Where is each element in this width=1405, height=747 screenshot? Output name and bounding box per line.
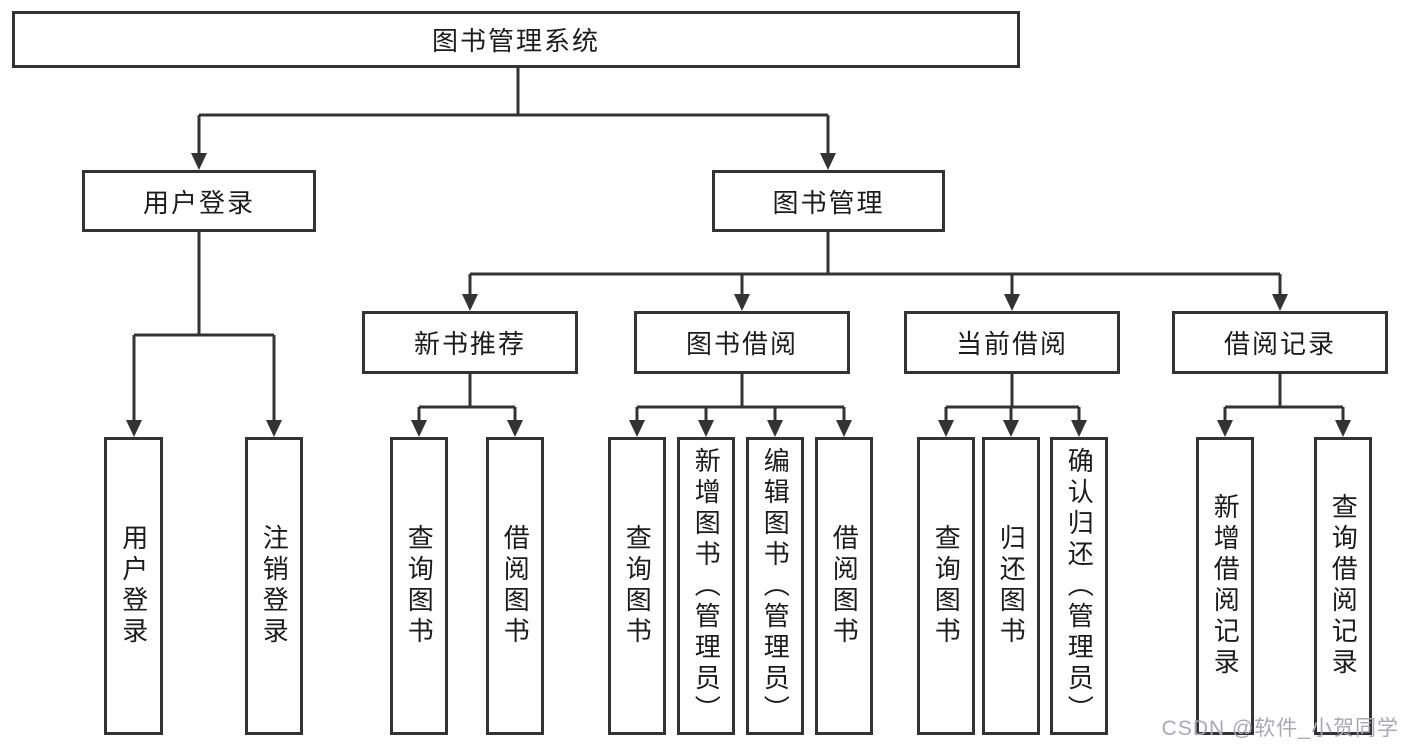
leaf-query-book-label: 查询图书 <box>622 524 653 648</box>
leaf-query-borrow-record: 查询借阅记录 <box>1314 437 1372 735</box>
leaf-user-login: 用户登录 <box>104 437 163 735</box>
leaf-query-book: 查询图书 <box>608 437 666 735</box>
leaf-borrow-book-label: 借阅图书 <box>829 524 860 648</box>
leaf-edit-book-admin: 编辑图书（管理员） <box>746 437 804 735</box>
leaf-return-book-label: 归还图书 <box>996 524 1027 648</box>
leaf-confirm-return-admin-label: 确认归还（管理员） <box>1064 446 1095 726</box>
leaf-return-book: 归还图书 <box>982 437 1040 735</box>
node-book-borrow: 图书借阅 <box>634 311 850 374</box>
node-user-login-label: 用户登录 <box>142 187 255 218</box>
node-book-management: 图书管理 <box>712 170 945 232</box>
node-book-management-label: 图书管理 <box>772 187 885 218</box>
node-borrow-records-label: 借阅记录 <box>1223 329 1336 359</box>
node-book-borrow-label: 图书借阅 <box>685 329 798 359</box>
leaf-add-borrow-record-label: 新增借阅记录 <box>1210 493 1241 679</box>
leaf-query-book: 查询图书 <box>390 437 448 735</box>
leaf-borrow-book: 借阅图书 <box>815 437 873 735</box>
leaf-logout-label: 注销登录 <box>259 524 290 648</box>
leaf-add-borrow-record: 新增借阅记录 <box>1196 437 1254 735</box>
watermark: CSDN @软件_小贺同学 <box>1161 717 1399 740</box>
leaf-borrow-book: 借阅图书 <box>486 437 544 735</box>
node-current-borrow: 当前借阅 <box>904 311 1120 374</box>
leaf-query-book-label: 查询图书 <box>404 524 435 648</box>
leaf-confirm-return-admin: 确认归还（管理员） <box>1050 437 1108 735</box>
node-current-borrow-label: 当前借阅 <box>955 329 1068 359</box>
node-user-login: 用户登录 <box>82 170 316 232</box>
leaf-logout: 注销登录 <box>245 437 303 735</box>
node-borrow-records: 借阅记录 <box>1172 311 1388 374</box>
leaf-query-borrow-record-label: 查询借阅记录 <box>1328 493 1359 679</box>
leaf-add-book-admin-label: 新增图书（管理员） <box>691 446 722 726</box>
node-root-label: 图书管理系统 <box>431 26 600 56</box>
leaf-query-book: 查询图书 <box>917 437 975 735</box>
leaf-add-book-admin: 新增图书（管理员） <box>677 437 735 735</box>
leaf-edit-book-admin-label: 编辑图书（管理员） <box>760 446 791 726</box>
node-root: 图书管理系统 <box>12 11 1020 68</box>
leaf-borrow-book-label: 借阅图书 <box>500 524 531 648</box>
leaf-user-login-label: 用户登录 <box>118 524 149 648</box>
node-new-book-recommend: 新书推荐 <box>362 311 578 374</box>
leaf-query-book-label: 查询图书 <box>931 524 962 648</box>
node-new-book-recommend-label: 新书推荐 <box>413 329 526 359</box>
